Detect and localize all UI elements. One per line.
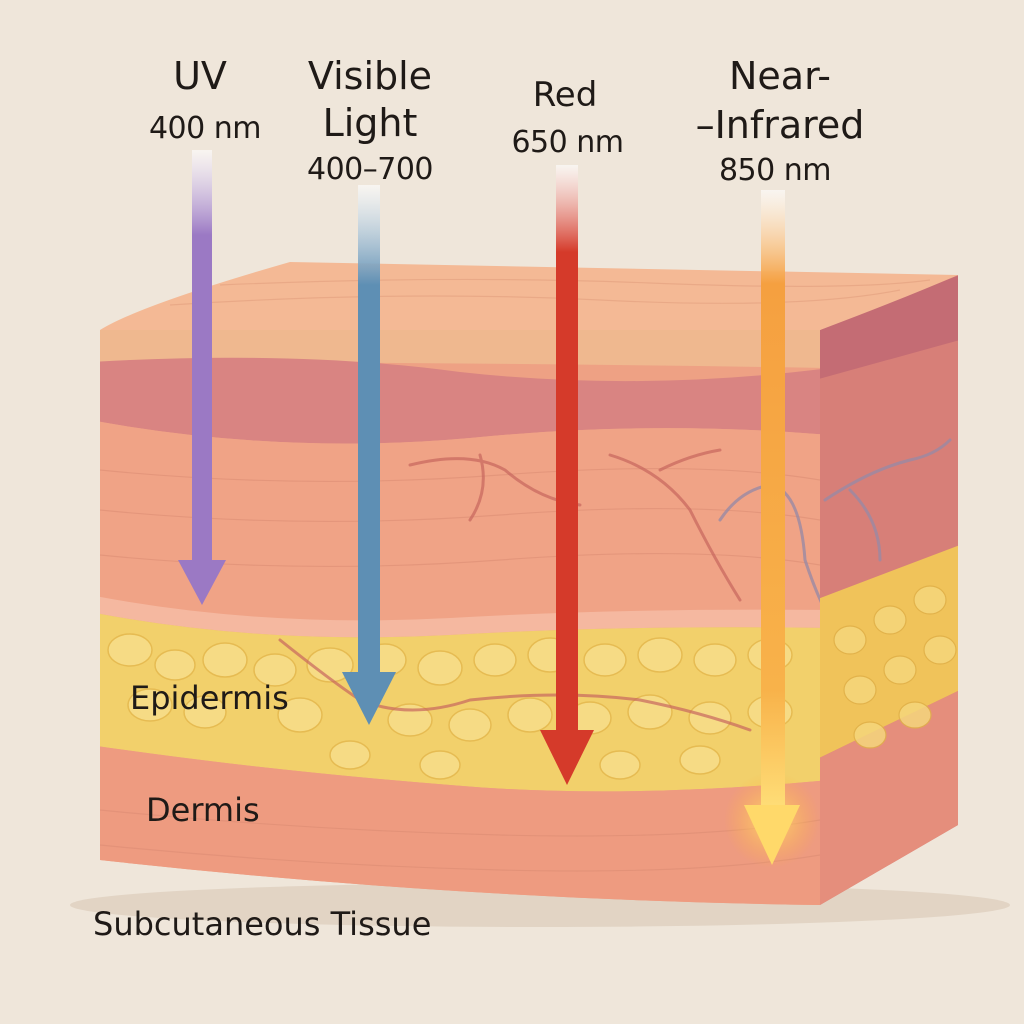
top-face (100, 262, 958, 330)
side-face (820, 275, 958, 905)
visible-label-line1: Visible (307, 54, 433, 98)
uv-wavelength: 400 nm (148, 111, 262, 146)
red-arrow (540, 165, 594, 785)
epidermis-label: Epidermis (130, 679, 289, 717)
nir-wavelength: 850 nm (718, 153, 832, 188)
nir-label-line2: –Infrared (695, 103, 865, 147)
front-face (100, 330, 820, 905)
visible-light-arrow (342, 185, 396, 725)
nir-label-line1: Near- (729, 54, 831, 98)
red-wavelength: 650 nm (511, 125, 624, 160)
red-label: Red (532, 75, 598, 115)
dermis-label: Dermis (146, 791, 260, 829)
uv-label: UV (173, 54, 227, 98)
near-infrared-arrow (724, 190, 820, 868)
uv-arrow (178, 150, 226, 605)
subcutaneous-label: Subcutaneous Tissue (93, 905, 432, 943)
visible-wavelength: 400–700 (306, 152, 434, 187)
blood-vessels (278, 448, 752, 732)
visible-label-line2: Light (322, 101, 418, 145)
